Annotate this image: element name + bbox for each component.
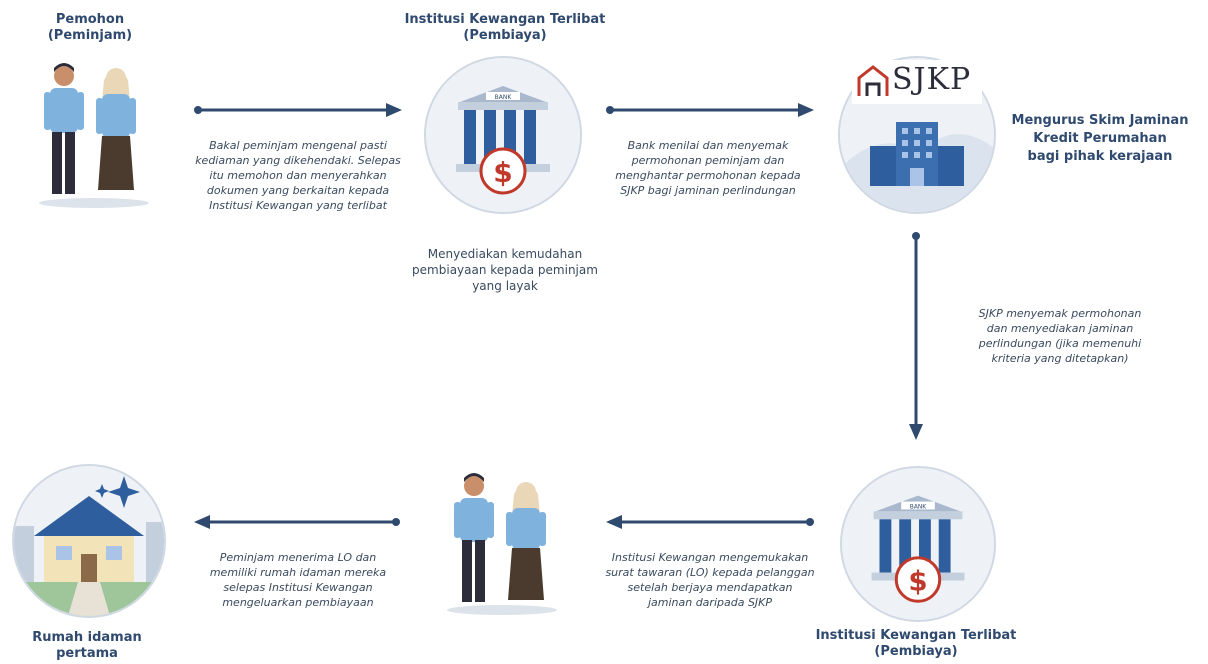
fi-note: Menyediakan kemudahan pembiayaan kepada … xyxy=(380,246,630,294)
step1-line: Bakal peminjam mengenal pasti xyxy=(209,139,387,152)
sjkp-logo: SJKP xyxy=(852,60,982,104)
fi-note-line: Menyediakan kemudahan xyxy=(427,247,583,261)
borrowers-illustration xyxy=(447,473,557,615)
step4-line: surat tawaran (LO) kepada pelanggan xyxy=(605,566,815,579)
fi-note-line: yang layak xyxy=(472,279,538,293)
step2-line: permohonan peminjam dan xyxy=(631,154,785,167)
step3-caption: SJKP menyemak permohonan dan menyediakan… xyxy=(940,306,1180,366)
fi-top-title-line1: Institusi Kewangan Terlibat xyxy=(404,12,606,27)
bank-circle-bottom: BANK $ xyxy=(840,466,996,622)
fi-note-line: pembiayaan kepada peminjam xyxy=(412,263,598,277)
bank-circle-top: BANK $ xyxy=(424,56,582,214)
arrow-applicant-to-bank xyxy=(194,103,402,117)
step4-line: jaminan daripada SJKP xyxy=(647,596,773,609)
step1-line: Institusi Kewangan yang terlibat xyxy=(209,199,387,212)
step2-line: menghantar permohonan kepada xyxy=(615,169,801,182)
applicant-title: Pemohon (Peminjam) xyxy=(20,12,160,44)
home-title-line2: pertama xyxy=(56,646,118,661)
sjkp-description: Mengurus Skim Jaminan Kredit Perumahan b… xyxy=(1000,112,1200,166)
home-circle xyxy=(12,464,166,618)
sjkp-desc-line: Kredit Perumahan xyxy=(1033,131,1167,146)
arrow-sjkp-to-bank xyxy=(909,232,923,440)
arrow-borrower-to-home xyxy=(194,515,400,529)
applicants-illustration xyxy=(39,63,149,208)
step2-line: SJKP bagi jaminan perlindungan xyxy=(620,184,796,197)
step3-line: kriteria yang ditetapkan) xyxy=(991,352,1129,365)
step4-line: setelah berjaya mendapatkan xyxy=(627,581,793,594)
arrow-bank-to-borrower xyxy=(606,515,814,529)
step1-line: kediaman yang dikehendaki. Selepas xyxy=(195,154,401,167)
svg-text:$: $ xyxy=(493,156,512,189)
house-icon xyxy=(14,466,164,616)
step5-line: memiliki rumah idaman mereka xyxy=(209,566,387,579)
fi-bottom-title-line2: (Pembiaya) xyxy=(874,644,958,659)
fi-top-title: Institusi Kewangan Terlibat (Pembiaya) xyxy=(380,12,630,44)
step5-caption: Peminjam menerima LO dan memiliki rumah … xyxy=(178,550,418,610)
bank-icon: BANK $ xyxy=(426,58,580,212)
sjkp-house-icon xyxy=(857,65,889,96)
bank-sign: BANK xyxy=(910,504,927,510)
applicant-title-line1: Pemohon xyxy=(55,12,125,27)
step3-line: perlindungan (jika memenuhi xyxy=(978,337,1142,350)
step3-line: dan menyediakan jaminan xyxy=(986,322,1134,335)
step3-line: SJKP menyemak permohonan xyxy=(978,307,1142,320)
step4-line: Institusi Kewangan mengemukakan xyxy=(611,551,809,564)
bank-sign: BANK xyxy=(495,94,513,101)
svg-text:$: $ xyxy=(908,564,927,597)
step5-line: Peminjam menerima LO dan xyxy=(219,551,377,564)
home-title: Rumah idaman pertama xyxy=(12,630,162,662)
sjkp-desc-line: bagi pihak kerajaan xyxy=(1027,149,1173,164)
step1-caption: Bakal peminjam mengenal pasti kediaman y… xyxy=(178,138,418,213)
step4-caption: Institusi Kewangan mengemukakan surat ta… xyxy=(580,550,840,610)
step5-line: selepas Institusi Kewangan xyxy=(223,581,373,594)
fi-bottom-title-line1: Institusi Kewangan Terlibat xyxy=(815,628,1017,643)
step5-line: mengeluarkan pembiayaan xyxy=(222,596,374,609)
step1-line: dokumen yang berkaitan kepada xyxy=(206,184,390,197)
home-title-line1: Rumah idaman xyxy=(32,630,142,645)
step2-caption: Bank menilai dan menyemak permohonan pem… xyxy=(588,138,828,198)
fi-top-title-line2: (Pembiaya) xyxy=(463,28,547,43)
step1-line: itu memohon dan menyerahkan xyxy=(209,169,387,182)
arrow-bank-to-sjkp xyxy=(606,103,814,117)
sjkp-logo-text: SJKP xyxy=(892,62,972,97)
applicant-title-line2: (Peminjam) xyxy=(47,28,133,43)
bank-icon: BANK $ xyxy=(842,468,994,620)
sjkp-desc-line: Mengurus Skim Jaminan xyxy=(1011,113,1189,128)
fi-bottom-title: Institusi Kewangan Terlibat (Pembiaya) xyxy=(786,628,1046,660)
step2-line: Bank menilai dan menyemak xyxy=(627,139,789,152)
